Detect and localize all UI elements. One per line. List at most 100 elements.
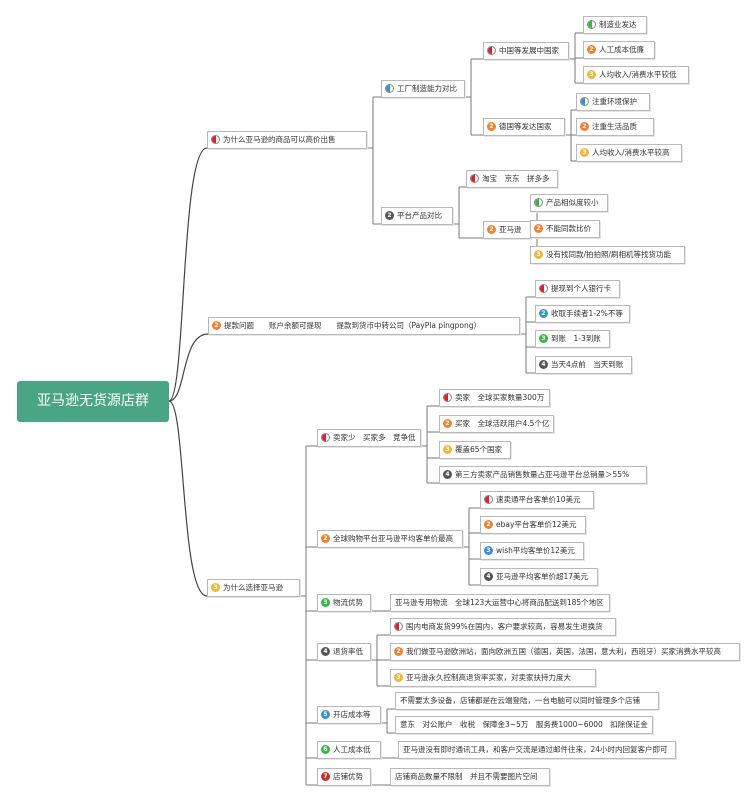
connector-root-b1 — [168, 147, 208, 402]
topic-label: 人均收入/消费水平较低 — [599, 70, 677, 79]
half-circle-marker-icon — [587, 20, 596, 29]
number-marker-icon: 6 — [321, 745, 330, 754]
connector-root-b3 — [168, 400, 208, 597]
number-marker-icon: 2 — [580, 122, 589, 131]
topic-node-b2a[interactable]: 提现到个人银行卡 — [535, 280, 620, 298]
topic-node-b3e1[interactable]: 不需要太多设备，店铺都是在云端登陆，一台电脑可以同时管理多个店铺 — [395, 692, 659, 710]
topic-label: 店铺商品数量不限制 并且不需要图片空间 — [395, 772, 538, 781]
topic-node-b1a2a[interactable]: 注重环境保护 — [576, 93, 650, 111]
topic-node-b3b1[interactable]: 速卖通平台客单价10美元 — [480, 491, 594, 509]
topic-label: 提款问题 账户余额可提现 提款到货币中转公司（PayPla pingpong） — [224, 321, 482, 330]
topic-label: 德国等发达国家 — [499, 122, 552, 131]
topic-node-b1a[interactable]: 工厂制造能力对比 — [381, 80, 465, 98]
half-circle-marker-icon — [580, 97, 589, 106]
topic-label: 中国等发展中国家 — [499, 46, 559, 55]
half-circle-marker-icon — [443, 393, 452, 402]
number-marker-icon: 3 — [534, 250, 543, 259]
topic-label: 人工成本低 — [333, 745, 371, 754]
topic-node-b1a1a[interactable]: 制造业发达 — [583, 16, 647, 34]
topic-label: 店铺优势 — [333, 772, 363, 781]
number-marker-icon: 3 — [321, 598, 330, 607]
number-marker-icon: 2 — [212, 321, 221, 330]
number-marker-icon: 2 — [385, 211, 394, 220]
number-marker-icon: 5 — [321, 710, 330, 719]
topic-node-b1b1[interactable]: 淘宝 京东 拼多多 — [466, 170, 558, 188]
topic-label: 淘宝 京东 拼多多 — [482, 174, 550, 183]
number-marker-icon: 4 — [539, 360, 548, 369]
topic-label: 注重生活品质 — [592, 122, 637, 131]
number-marker-icon: 3 — [539, 334, 548, 343]
topic-label: 为什么选择亚马逊 — [223, 583, 283, 592]
number-marker-icon: 2 — [539, 309, 548, 318]
topic-node-b3d1[interactable]: 国内电商发货99%在国内，客户要求较高，容易发生退换货 — [390, 618, 616, 636]
topic-label: 亚马逊永久控制高退货率买家，对卖家扶持力度大 — [406, 673, 571, 682]
topic-label: 卖家少 买家多 竞争低 — [333, 433, 416, 442]
root-node[interactable]: 亚马逊无货源店群 — [17, 381, 169, 422]
half-circle-marker-icon — [470, 174, 479, 183]
topic-node-b3f1[interactable]: 亚马逊没有即时通讯工具，和客户交流是通过邮件往来，24小时内回复客户即可 — [398, 741, 676, 759]
topic-node-b1[interactable]: 为什么亚马逊的商品可以高价出售 — [207, 131, 367, 149]
number-marker-icon: 3 — [587, 70, 596, 79]
topic-label: 为什么亚马逊的商品可以高价出售 — [223, 135, 336, 144]
topic-label: 我们做亚马逊欧洲站，面向欧洲五国（德国，英国，法国，意大利，西班牙）买家消费水平… — [406, 647, 721, 656]
number-marker-icon: 3 — [484, 546, 493, 555]
topic-label: 注重环境保护 — [592, 97, 637, 106]
topic-node-b3a1[interactable]: 卖家 全球买家数量300万 — [439, 389, 550, 407]
topic-label: ebay平台客单价12美元 — [496, 520, 577, 529]
number-marker-icon: 3 — [443, 445, 452, 454]
half-circle-marker-icon — [484, 495, 493, 504]
number-marker-icon: 2 — [321, 534, 330, 543]
topic-node-b1b2a[interactable]: 产品相似度较小 — [530, 194, 608, 212]
topic-node-b1a1[interactable]: 中国等发展中国家 — [483, 42, 569, 60]
topic-label: 不需要太多设备，店铺都是在云端登陆，一台电脑可以同时管理多个店铺 — [400, 696, 640, 705]
topic-label: 物流优势 — [333, 598, 363, 607]
topic-label: 制造业发达 — [599, 20, 637, 29]
topic-label: 没有找同款/拍拍照/刷相机等找货功能 — [546, 250, 672, 259]
topic-node-b3e2[interactable]: 意东 对公账户 收税 保障金3~5万 服务费1000~6000 扣除保证金 — [395, 716, 653, 734]
topic-label: 亚马逊专用物流 全球123大运营中心将商品配送到185个地区 — [395, 598, 604, 607]
number-marker-icon: 3 — [394, 673, 403, 682]
number-marker-icon: 7 — [321, 772, 330, 781]
connector-root-b2 — [168, 333, 209, 402]
topic-label: 第三方卖家产品销售数量占亚马逊平台总销量＞55% — [455, 470, 630, 479]
topic-label: 买家 全球活跃用户4.5个亿 — [455, 419, 550, 428]
topic-node-b3c1[interactable]: 亚马逊专用物流 全球123大运营中心将商品配送到185个地区 — [390, 594, 610, 612]
topic-label: 到账 1-3到账 — [551, 334, 601, 343]
half-circle-marker-icon — [534, 198, 543, 207]
topic-label: 覆盖65个国家 — [455, 445, 503, 454]
number-marker-icon: 4 — [321, 647, 330, 656]
topic-label: 国内电商发货99%在国内，客户要求较高，容易发生退换货 — [406, 622, 603, 631]
topic-node-b3a[interactable]: 卖家少 买家多 竞争低 — [317, 429, 421, 447]
topic-label: 退货率低 — [333, 647, 363, 656]
topic-node-b3g1[interactable]: 店铺商品数量不限制 并且不需要图片空间 — [390, 768, 550, 786]
topic-label: 意东 对公账户 收税 保障金3~5万 服务费1000~6000 扣除保证金 — [400, 720, 648, 729]
